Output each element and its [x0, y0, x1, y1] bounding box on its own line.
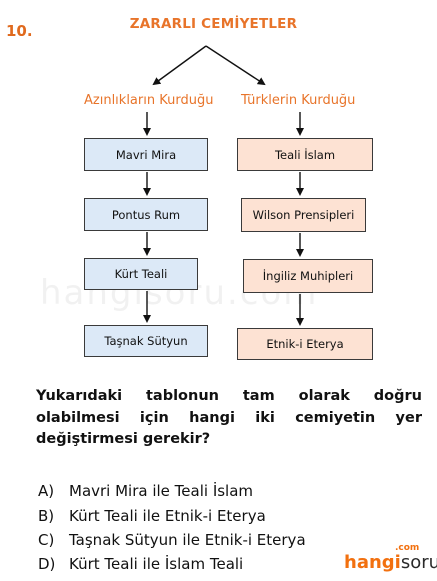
option-c-text: Taşnak Sütyun ile Etnik-i Eterya	[69, 531, 306, 549]
hangisoru-logo: hangisoru.com	[344, 543, 437, 573]
option-c[interactable]: C) Taşnak Sütyun ile Etnik-i Eterya	[38, 531, 306, 549]
right-box-3: İngiliz Muhipleri	[243, 259, 373, 293]
right-box-4: Etnik-i Eterya	[237, 328, 373, 360]
option-d[interactable]: D) Kürt Teali ile İslam Teali	[38, 555, 243, 573]
logo-part1: hangi	[344, 552, 401, 573]
diagram-title: ZARARLI CEMİYETLER	[129, 16, 298, 32]
option-b[interactable]: B) Kürt Teali ile Etnik-i Eterya	[38, 507, 266, 525]
option-b-text: Kürt Teali ile Etnik-i Eterya	[69, 507, 266, 525]
question-number: 10.	[6, 22, 33, 40]
logo-suffix: .com	[395, 543, 420, 553]
option-a[interactable]: A) Mavri Mira ile Teali İslam	[38, 482, 253, 500]
option-a-letter: A)	[38, 482, 55, 500]
split-arrow-right	[205, 45, 266, 86]
option-d-letter: D)	[38, 555, 56, 573]
option-c-letter: C)	[38, 531, 55, 549]
left-branch-label: Azınlıkların Kurduğu	[84, 93, 214, 108]
option-b-letter: B)	[38, 507, 55, 525]
option-a-text: Mavri Mira ile Teali İslam	[69, 482, 254, 500]
left-box-3: Kürt Teali	[84, 258, 198, 290]
question-text: Yukarıdaki tablonun tam olarak doğru ola…	[36, 388, 422, 447]
right-box-2: Wilson Prensipleri	[241, 198, 366, 232]
right-branch-label: Türklerin Kurduğu	[241, 93, 356, 108]
left-box-4: Taşnak Sütyun	[84, 325, 208, 357]
logo-part2: soru	[400, 552, 437, 573]
left-box-2: Pontus Rum	[84, 198, 208, 231]
split-arrow-left	[152, 45, 207, 86]
left-box-1: Mavri Mira	[84, 138, 208, 171]
right-box-1: Teali İslam	[237, 138, 373, 171]
option-d-text: Kürt Teali ile İslam Teali	[69, 555, 244, 573]
